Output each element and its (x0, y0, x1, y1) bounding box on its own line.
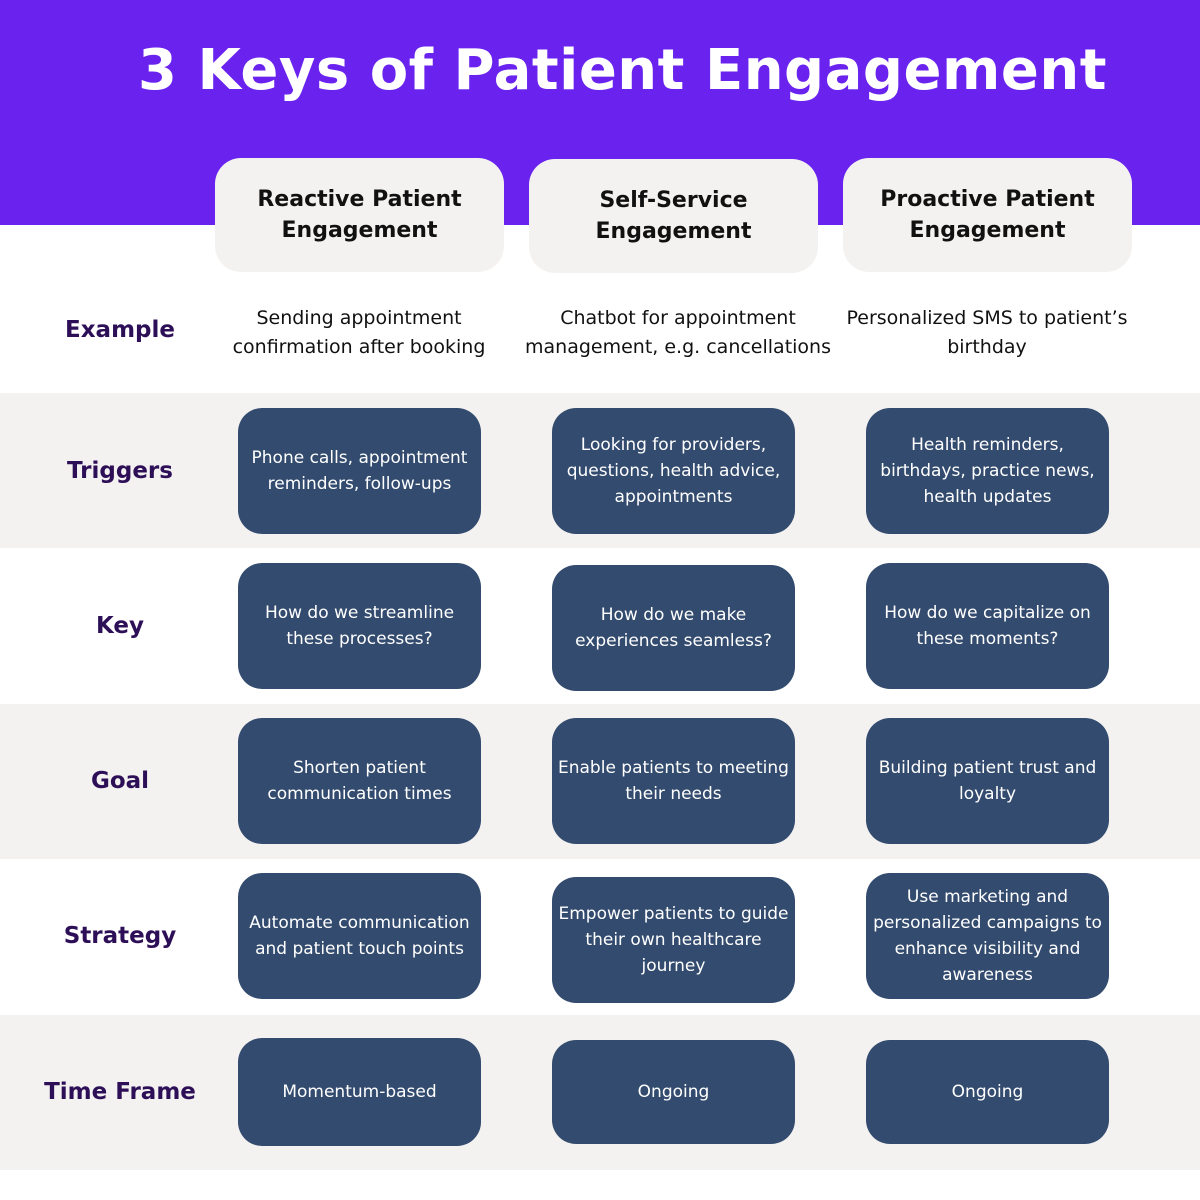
cell-key-proactive: How do we capitalize on these moments? (866, 563, 1109, 689)
cell-time-frame-proactive: Ongoing (866, 1040, 1109, 1144)
cell-goal-self-service: Enable patients to meeting their needs (552, 718, 795, 844)
cell-text: Momentum-based (282, 1082, 437, 1102)
row-label-strategy: Strategy (63, 923, 177, 949)
cell-strategy-reactive: Automate communication and patient touch… (238, 873, 481, 999)
cell-triggers-reactive: Phone calls, appointment reminders, foll… (238, 408, 481, 534)
example-text-self-service: Chatbot for appointment management, e.g.… (525, 307, 831, 358)
example-text-proactive: Personalized SMS to patient’s birthday (846, 307, 1128, 358)
cell-text: How do we streamline these processes? (264, 603, 455, 649)
cell-key-reactive: How do we streamline these processes? (238, 563, 481, 689)
example-text-reactive: Sending appointment confirmation after b… (232, 307, 486, 358)
cell-text: How do we make experiences seamless? (575, 605, 772, 651)
cell-text: Use marketing and personalized campaigns… (873, 887, 1102, 985)
cell-text: Ongoing (951, 1082, 1024, 1102)
cell-text: Health reminders, birthdays, practice ne… (880, 435, 1095, 507)
cell-text: Looking for providers, questions, health… (566, 435, 781, 507)
cell-text: Empower patients to guide their own heal… (558, 904, 789, 976)
row-label-goal: Goal (90, 768, 150, 794)
cell-key-self-service: How do we make experiences seamless? (552, 565, 795, 691)
column-header-self-service: Self-Service Engagement (529, 159, 818, 273)
cell-goal-proactive: Building patient trust and loyalty (866, 718, 1109, 844)
cell-time-frame-reactive: Momentum-based (238, 1038, 481, 1146)
cell-text: Building patient trust and loyalty (878, 758, 1097, 804)
row-label-triggers: Triggers (67, 458, 173, 484)
cell-triggers-self-service: Looking for providers, questions, health… (552, 408, 795, 534)
row-label-time-frame: Time Frame (44, 1079, 196, 1105)
column-header-label: Reactive Patient Engagement (257, 187, 462, 243)
row-label-key: Key (95, 613, 144, 639)
cell-goal-reactive: Shorten patient communication times (238, 718, 481, 844)
cell-text: How do we capitalize on these moments? (884, 603, 1091, 649)
page-title: 3 Keys of Patient Engagement (138, 38, 1107, 103)
cell-text: Enable patients to meeting their needs (558, 758, 789, 804)
row-label-example: Example (65, 317, 175, 343)
cell-text: Shorten patient communication times (267, 758, 452, 804)
column-header-proactive: Proactive Patient Engagement (843, 158, 1132, 272)
cell-time-frame-self-service: Ongoing (552, 1040, 795, 1144)
cell-strategy-proactive: Use marketing and personalized campaigns… (866, 873, 1109, 999)
cell-text: Ongoing (637, 1082, 710, 1102)
cell-strategy-self-service: Empower patients to guide their own heal… (552, 877, 795, 1003)
column-header-label: Proactive Patient Engagement (880, 187, 1095, 243)
cell-triggers-proactive: Health reminders, birthdays, practice ne… (866, 408, 1109, 534)
column-header-label: Self-Service Engagement (595, 188, 752, 244)
column-header-reactive: Reactive Patient Engagement (215, 158, 504, 272)
cell-text: Phone calls, appointment reminders, foll… (251, 448, 468, 494)
cell-text: Automate communication and patient touch… (249, 913, 470, 959)
